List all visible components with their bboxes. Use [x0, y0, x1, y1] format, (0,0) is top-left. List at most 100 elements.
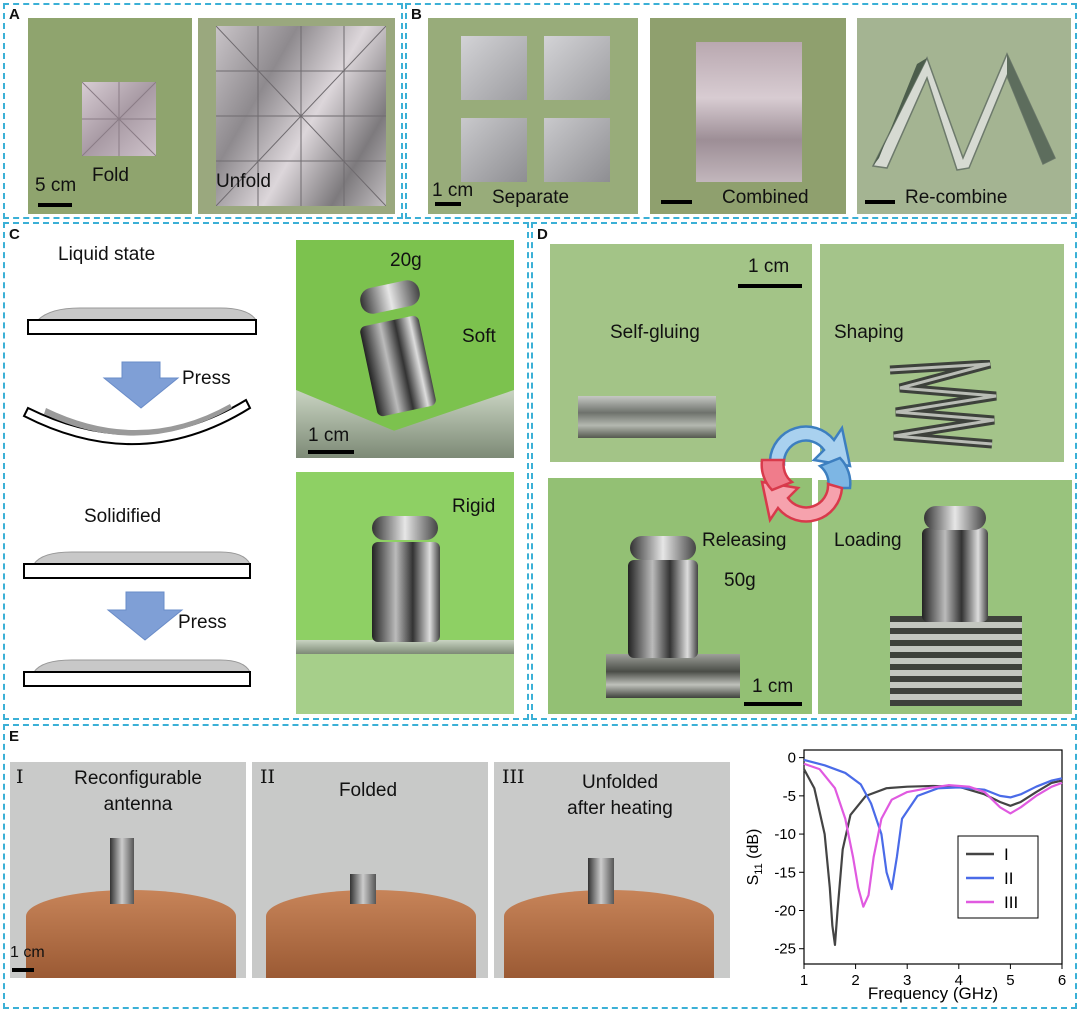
antenna-3-element — [588, 858, 614, 904]
cycle-arrows-icon — [760, 424, 852, 524]
combined-caption: Combined — [722, 187, 809, 208]
scale-label-d-top: 1 cm — [748, 256, 790, 277]
chart-series — [803, 758, 1063, 946]
releasing-stack — [606, 654, 740, 698]
releasing-label: Releasing — [702, 530, 787, 551]
scale-label-e: 1 cm — [10, 944, 45, 961]
separate-piece-2 — [544, 36, 610, 100]
fold-crease-lines — [82, 82, 156, 156]
y-tick-label: 0 — [788, 750, 796, 767]
y-tick-label: -15 — [774, 864, 796, 881]
antenna-1-caption-line2: antenna — [103, 794, 173, 815]
loading-weight-knob — [924, 506, 986, 530]
scale-label-a: 5 cm — [35, 175, 77, 196]
recombine-caption: Re-combine — [905, 187, 1008, 208]
combined-box — [696, 42, 802, 182]
series-line-2 — [803, 758, 1063, 891]
x-tick-label: 3 — [903, 972, 911, 989]
shaping-spring — [889, 360, 997, 449]
antenna-1-caption-line1: Reconfigurable — [74, 768, 202, 789]
shaping-label: Shaping — [834, 322, 904, 343]
soft-photo: 20g Soft 1 cm — [296, 240, 514, 458]
antenna-3-caption-line2: after heating — [567, 798, 673, 819]
scale-bar-e — [12, 968, 34, 972]
plot-frame — [803, 749, 1063, 965]
panel-a-label: A — [9, 6, 20, 23]
panel-e-frame — [3, 724, 1077, 1009]
x-tick-label: 5 — [1006, 972, 1014, 989]
rigid-label: Rigid — [452, 496, 496, 517]
press-arrow-2 — [106, 591, 184, 641]
separate-piece-1 — [461, 36, 527, 100]
scale-label-c: 1 cm — [308, 425, 350, 446]
soft-weight-body — [359, 314, 437, 418]
solidified-label: Solidified — [84, 506, 162, 527]
x-tick-label: 4 — [955, 972, 963, 989]
rigid-weight-body — [372, 542, 440, 642]
panel-d-frame — [531, 222, 1077, 720]
legend-label-3: III — [1004, 893, 1018, 912]
x-tick-label: 2 — [851, 972, 859, 989]
series-line-1 — [803, 768, 1063, 946]
self-gluing-label: Self-gluing — [610, 322, 700, 343]
recombine-photo: Re-combine — [857, 18, 1071, 214]
panel-b-label: B — [411, 6, 422, 23]
liquid-state-label: Liquid state — [58, 244, 156, 265]
releasing-weight-knob — [630, 536, 696, 560]
liquid-press-diagram — [22, 307, 257, 445]
panel-c-frame — [3, 222, 529, 720]
loading-weight-body — [922, 528, 988, 622]
loading-stack — [890, 616, 1022, 706]
unfold-photo: Unfold — [198, 18, 395, 214]
x-tick-label: 1 — [800, 972, 808, 989]
legend-label-1: I — [1004, 845, 1009, 864]
scale-label-b: 1 cm — [432, 180, 474, 201]
antenna-3-caption-line1: Unfolded — [581, 772, 659, 793]
panel-e-label: E — [9, 728, 20, 745]
antenna-2-caption: Folded — [338, 780, 398, 801]
antenna-photo-2: II Folded — [252, 762, 488, 978]
scale-bar-b3 — [865, 200, 895, 204]
roman-i: I — [16, 766, 24, 788]
scale-bar-a — [38, 203, 72, 207]
y-tick-label: -25 — [774, 941, 796, 958]
scale-bar-b1 — [435, 202, 461, 206]
unfold-caption: Unfold — [216, 171, 271, 192]
antenna-2-ground — [266, 890, 476, 978]
roman-iii: III — [502, 766, 525, 788]
unfold-crease-lines — [216, 26, 386, 206]
antenna-1-ground — [26, 890, 236, 978]
antenna-2-element — [350, 874, 376, 904]
press-arrow-1 — [102, 361, 180, 409]
roman-ii: II — [260, 766, 276, 788]
scale-bar-d-bottom — [744, 702, 802, 706]
panel-d-label: D — [537, 226, 548, 243]
loading-photo: Loading — [818, 480, 1072, 714]
weight-20g-label: 20g — [390, 250, 422, 271]
combined-photo: Combined — [650, 18, 846, 214]
y-tick-label: -5 — [783, 788, 796, 805]
rigid-film — [296, 640, 514, 654]
separate-caption: Separate — [492, 187, 570, 208]
rigid-weight-knob — [372, 516, 438, 540]
scale-bar-d-top — [738, 284, 802, 288]
series-line-3 — [803, 762, 1063, 908]
self-gluing-photo: 1 cm Self-gluing — [550, 244, 812, 462]
antenna-1-element — [110, 838, 134, 904]
solid-press-diagram — [23, 551, 251, 687]
recombine-zigzag — [871, 52, 1056, 171]
press-label-1: Press — [182, 368, 231, 389]
fold-caption: Fold — [92, 165, 129, 186]
fold-photo: Fold 5 cm — [28, 18, 192, 214]
y-tick-label: -20 — [774, 903, 796, 920]
chart-y-axis-label: S11 (dB) — [745, 829, 765, 886]
loading-label: Loading — [834, 530, 902, 551]
soft-label: Soft — [462, 326, 496, 347]
panel-c-label: C — [9, 226, 20, 243]
shaping-photo: Shaping — [820, 244, 1064, 462]
separate-photo: 1 cm Separate — [428, 18, 638, 214]
self-gluing-stack — [578, 396, 716, 438]
